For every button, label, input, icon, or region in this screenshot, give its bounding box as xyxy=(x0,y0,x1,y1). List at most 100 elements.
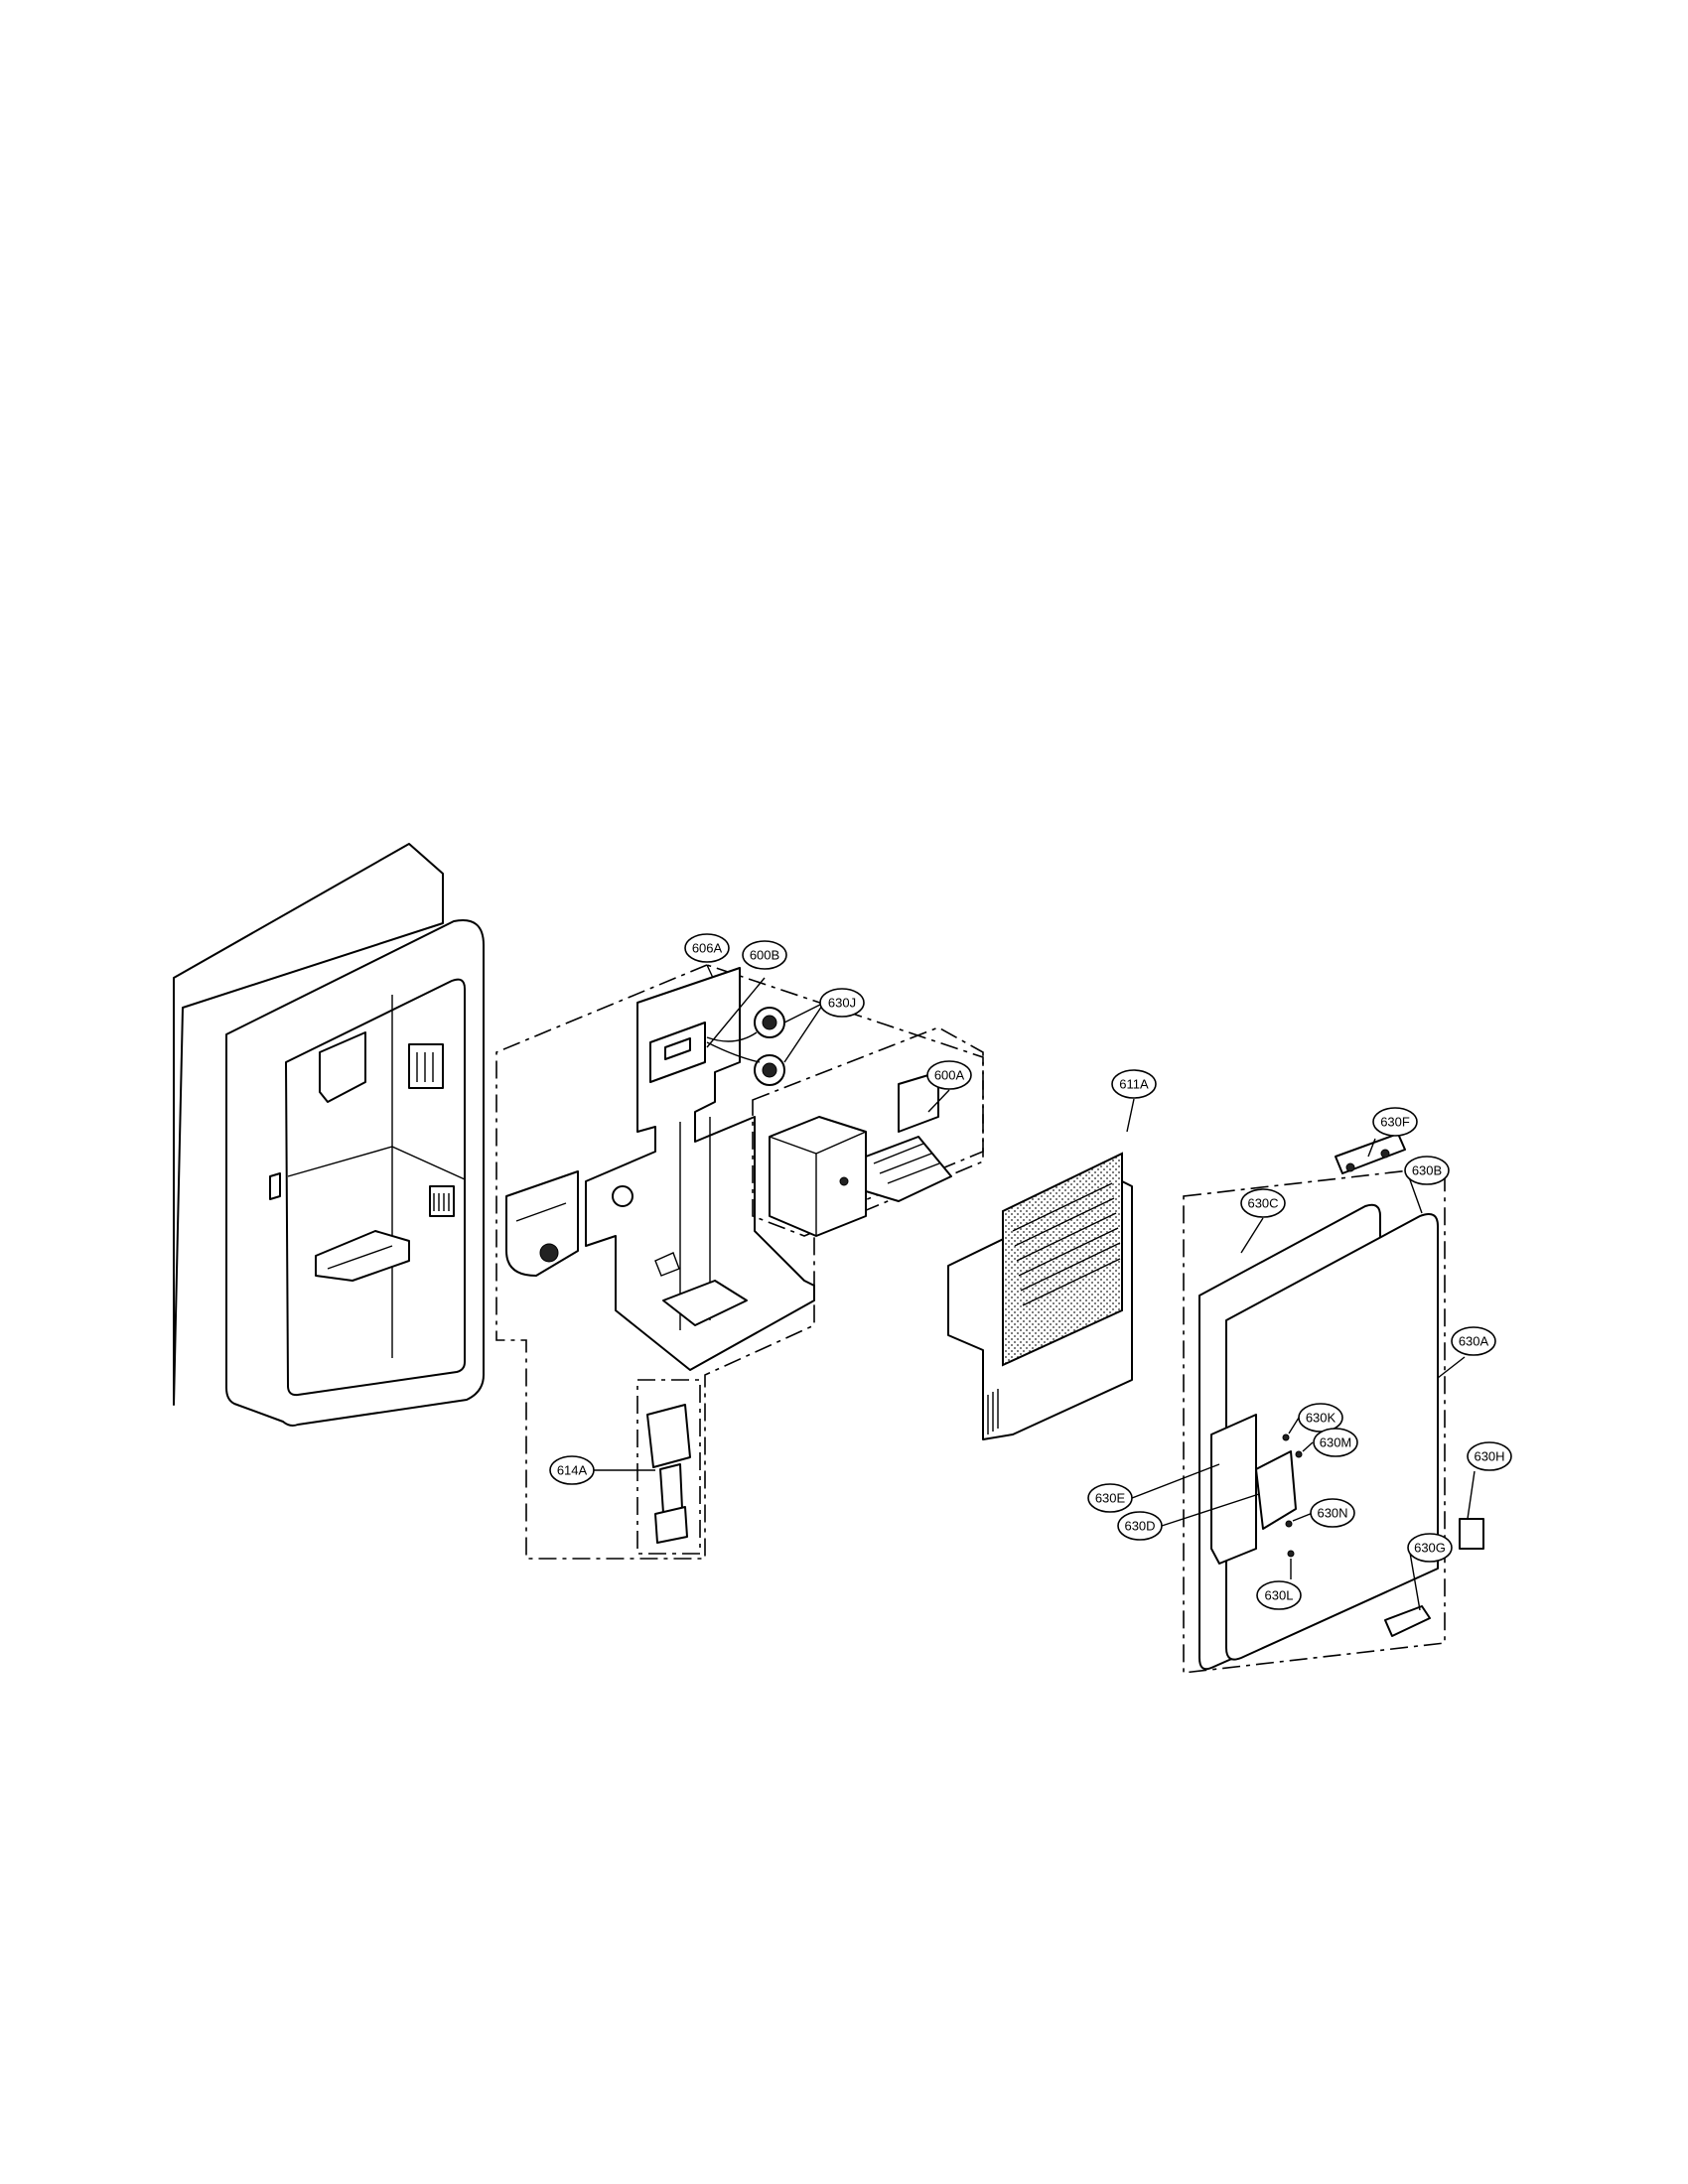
leader-630E xyxy=(1131,1463,1220,1499)
callout-630C: 630C xyxy=(1240,1188,1286,1218)
callout-label: 630D xyxy=(1124,1519,1155,1534)
icemaker-fill-cup xyxy=(898,1071,939,1133)
fan-motors-630J xyxy=(706,1007,785,1086)
callout-611A: 611A xyxy=(1111,1069,1157,1099)
callout-630M: 630M xyxy=(1313,1428,1358,1457)
callout-label: 611A xyxy=(1119,1077,1149,1092)
callout-630K: 630K xyxy=(1298,1403,1343,1433)
callout-label: 630E xyxy=(1095,1491,1126,1506)
leader-630K xyxy=(1288,1417,1300,1434)
callout-label: 630K xyxy=(1306,1411,1336,1426)
callout-630D: 630D xyxy=(1117,1511,1163,1541)
fan-motor-upper-hub xyxy=(762,1015,777,1030)
pcb-connector xyxy=(664,1037,691,1060)
control-panel-grille xyxy=(416,1052,434,1082)
leader-606A xyxy=(706,964,714,979)
callout-600A: 600A xyxy=(926,1060,972,1090)
callout-630B: 630B xyxy=(1404,1156,1450,1185)
valve-outlet xyxy=(654,1506,688,1544)
bolt-630N xyxy=(1285,1520,1293,1528)
callout-606A: 606A xyxy=(684,933,730,963)
callout-630H: 630H xyxy=(1467,1441,1512,1471)
housing-pivot xyxy=(612,1185,633,1207)
callout-label: 606A xyxy=(692,941,723,956)
callouts: 606A 600B 630J 600A 611A 630F 630B 630C … xyxy=(549,933,1512,1610)
callout-630N: 630N xyxy=(1310,1498,1355,1528)
fan-motor-lower-hub xyxy=(762,1062,777,1078)
drip-tray-grate xyxy=(327,1245,393,1270)
leader-630D xyxy=(1161,1493,1260,1527)
callout-614A: 614A xyxy=(549,1455,595,1485)
bolt-630M xyxy=(1295,1450,1303,1458)
callout-label: 630L xyxy=(1265,1588,1294,1603)
icemaker-control-box xyxy=(769,1116,867,1237)
valve-solenoid xyxy=(646,1404,691,1468)
leader-630C xyxy=(1240,1217,1264,1254)
door-switch-630H xyxy=(1459,1518,1484,1550)
spring-630L xyxy=(1287,1550,1295,1558)
door-handle-cover-630D xyxy=(1255,1450,1297,1530)
leader-630G xyxy=(1409,1552,1421,1611)
icemaker-box-edges xyxy=(769,1131,867,1236)
recess-ledge xyxy=(287,1146,466,1180)
leader-600B xyxy=(706,977,766,1048)
freezer-door-dispenser-panel xyxy=(173,843,485,1427)
spring-630K xyxy=(1282,1433,1290,1441)
hinge-screw-lower xyxy=(1380,1149,1390,1159)
water-valve-outline xyxy=(636,1379,701,1555)
leader-lines xyxy=(594,964,1476,1611)
leader-600A xyxy=(927,1089,950,1113)
icemaker-assembly xyxy=(752,1026,984,1237)
cover-louvers xyxy=(1012,1182,1121,1306)
dispenser-switch-ribs xyxy=(433,1193,450,1211)
dispenser-housing-body xyxy=(585,967,815,1371)
leader-630F xyxy=(1367,1138,1376,1158)
callout-label: 600B xyxy=(750,948,779,963)
leader-630N xyxy=(1292,1512,1314,1522)
callout-label: 630H xyxy=(1474,1449,1504,1464)
housing-slot xyxy=(654,1252,680,1277)
icemaker-tray-ribs xyxy=(873,1143,940,1184)
callout-label: 600A xyxy=(934,1068,965,1083)
leader-630H xyxy=(1467,1470,1476,1520)
leader-630B xyxy=(1407,1173,1423,1214)
callout-label: 630N xyxy=(1317,1506,1347,1521)
callout-label: 630B xyxy=(1412,1163,1442,1178)
callout-label: 614A xyxy=(557,1463,588,1478)
callout-630A: 630A xyxy=(1451,1326,1496,1356)
icemaker-indicator xyxy=(839,1176,849,1186)
cover-vents xyxy=(982,1389,999,1439)
auger-motor-bracket xyxy=(505,1170,579,1277)
callout-label: 630M xyxy=(1320,1435,1352,1450)
ice-bin-door-assembly xyxy=(1183,1133,1484,1674)
callout-630G: 630G xyxy=(1407,1533,1453,1563)
valve-body xyxy=(659,1463,683,1514)
callout-label: 630F xyxy=(1380,1115,1410,1130)
cover-insulation-panel xyxy=(1002,1152,1123,1367)
door-light xyxy=(269,1172,281,1200)
leader-630M xyxy=(1302,1441,1314,1452)
auger-motor-gear xyxy=(539,1243,559,1263)
door-outer-edge xyxy=(173,843,444,1406)
lower-hinge-630G xyxy=(1384,1605,1431,1637)
door-handle-630E xyxy=(1210,1414,1257,1565)
callout-630L: 630L xyxy=(1256,1580,1302,1610)
icemaker-outline xyxy=(752,1026,984,1237)
leader-630A xyxy=(1437,1356,1466,1379)
callout-label: 630J xyxy=(828,996,856,1011)
ice-chute-opening xyxy=(319,1031,366,1103)
callout-630E: 630E xyxy=(1087,1483,1133,1513)
hinge-screw-upper xyxy=(1345,1162,1355,1172)
fan-motor-wires xyxy=(706,1031,761,1063)
callout-label: 630G xyxy=(1414,1541,1446,1556)
water-valve-614A xyxy=(636,1379,701,1555)
callout-630J: 630J xyxy=(819,988,865,1018)
control-panel-button xyxy=(408,1043,444,1089)
icemaker-tray xyxy=(865,1136,952,1202)
hinge-bracket-630F xyxy=(1335,1133,1406,1174)
callout-630F: 630F xyxy=(1372,1107,1418,1137)
housing-opening xyxy=(662,1280,748,1326)
ice-bucket-cover-611A xyxy=(947,1152,1133,1440)
callout-label: 630A xyxy=(1459,1334,1489,1349)
